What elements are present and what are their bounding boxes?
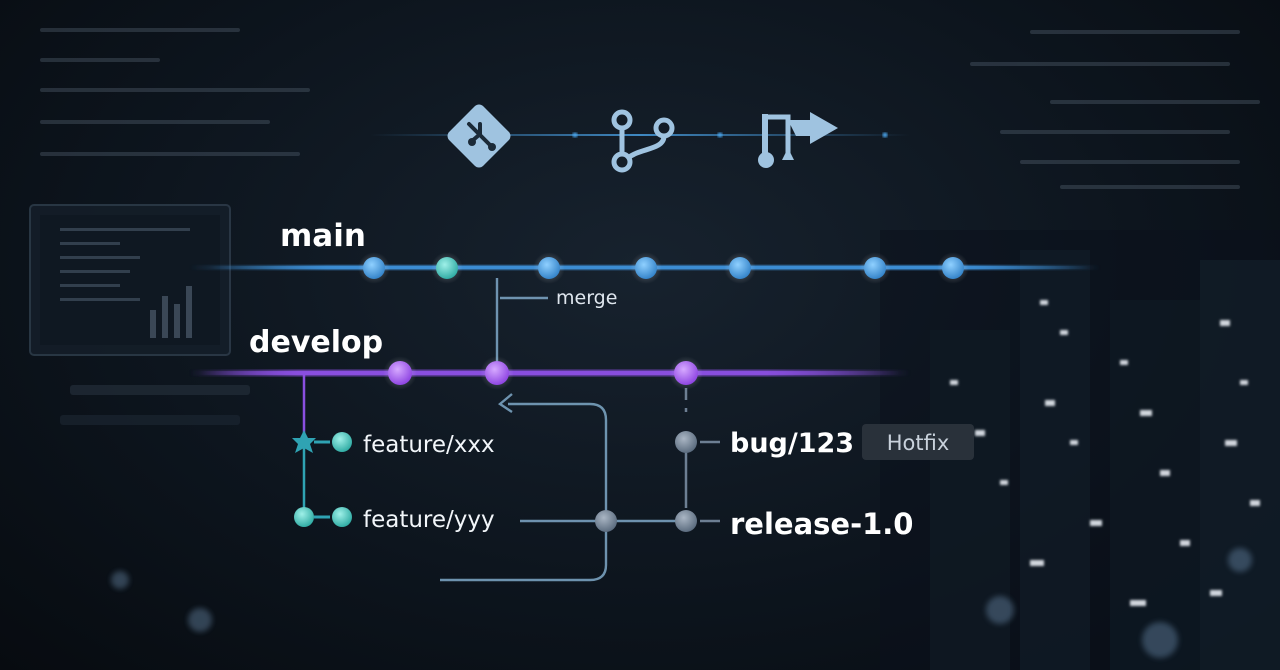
city-lights-background <box>111 230 1280 670</box>
hotfix-badge-label: Hotfix <box>887 431 950 455</box>
feature-xxx-label: feature/xxx <box>363 432 495 458</box>
develop-commit <box>383 356 417 390</box>
develop-branch-label: develop <box>249 325 383 360</box>
release-branch-label: release-1.0 <box>730 507 914 541</box>
main-commits <box>358 252 969 284</box>
main-commit <box>431 252 463 284</box>
feature-connectors <box>314 440 330 519</box>
top-icon-row <box>370 104 910 173</box>
bug-branch-label: bug/123 <box>730 428 854 459</box>
main-commit <box>630 252 662 284</box>
develop-branch: develop <box>190 325 910 376</box>
main-branch-label: main <box>280 218 366 254</box>
main-commit <box>724 252 756 284</box>
develop-commits <box>383 356 703 390</box>
merge-label: merge <box>556 287 617 309</box>
develop-commit <box>669 356 703 390</box>
merge-connectors <box>440 278 686 582</box>
release-branch: release-1.0 <box>595 507 914 541</box>
branch-icon <box>611 109 675 173</box>
feature-yyy-row: feature/yyy <box>294 507 495 533</box>
main-commit <box>859 252 891 284</box>
hotfix-badge <box>862 424 974 460</box>
release-connectors <box>684 388 720 523</box>
develop-commit <box>480 356 514 390</box>
monitor-decoration <box>29 204 250 425</box>
person-icon <box>292 430 316 453</box>
main-commit <box>358 252 390 284</box>
bug-branch: bug/123 Hotfix <box>675 424 974 460</box>
main-commit <box>937 252 969 284</box>
git-logo-icon <box>447 104 511 168</box>
pull-request-icon <box>758 112 838 168</box>
feature-xxx-row: feature/xxx <box>292 430 495 458</box>
feature-yyy-label: feature/yyy <box>363 507 495 533</box>
code-text-background <box>40 28 1260 189</box>
main-commit <box>533 252 565 284</box>
